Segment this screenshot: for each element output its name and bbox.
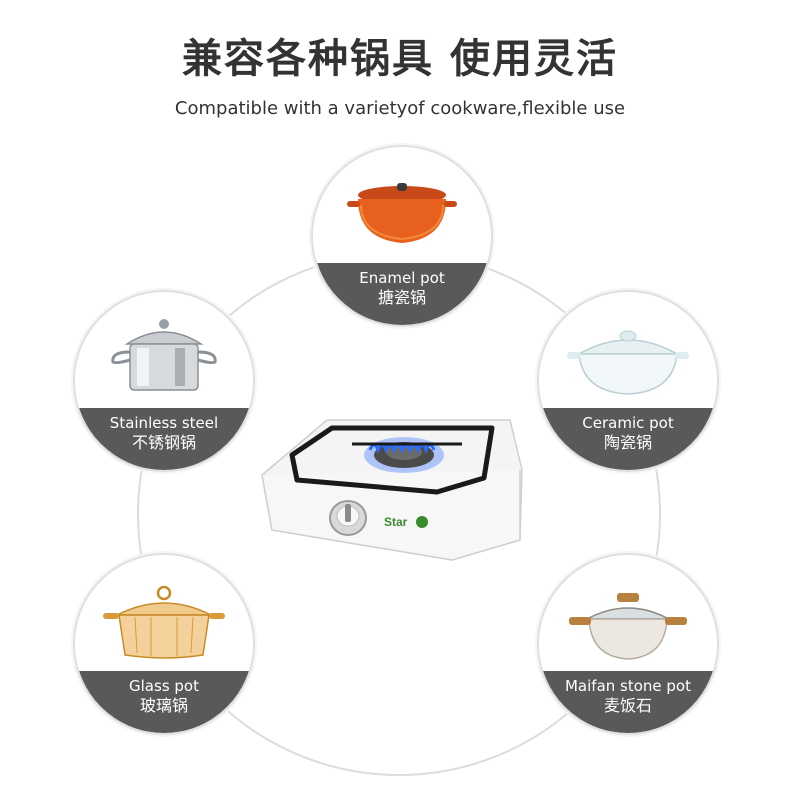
stove-brand-text: Star bbox=[384, 515, 408, 529]
cookware-label-maifan: Maifan stone pot 麦饭石 bbox=[539, 671, 717, 733]
cookware-label-ceramic: Ceramic pot 陶瓷锅 bbox=[539, 408, 717, 470]
cookware-label-stainless: Stainless steel 不锈钢锅 bbox=[75, 408, 253, 470]
gas-stove-image: Star bbox=[261, 419, 523, 561]
page-subtitle: Compatible with a varietyof cookware,fle… bbox=[174, 98, 626, 119]
stainless-pot-icon bbox=[111, 319, 217, 391]
glass-pot-icon bbox=[103, 585, 225, 659]
cookware-card-ceramic: Ceramic pot 陶瓷锅 bbox=[537, 290, 719, 472]
cookware-card-enamel: Enamel pot 搪瓷锅 bbox=[311, 145, 493, 327]
stone-pot-icon bbox=[569, 593, 687, 660]
cookware-label-enamel: Enamel pot 搪瓷锅 bbox=[313, 263, 491, 325]
cookware-card-glass: Glass pot 玻璃锅 bbox=[73, 553, 255, 735]
cookware-card-maifan: Maifan stone pot 麦饭石 bbox=[537, 553, 719, 735]
page-title: 兼容各种锅具 使用灵活 bbox=[182, 36, 618, 82]
enamel-pot-icon bbox=[347, 183, 457, 243]
cookware-card-stainless: Stainless steel 不锈钢锅 bbox=[73, 290, 255, 472]
cookware-label-glass: Glass pot 玻璃锅 bbox=[75, 671, 253, 733]
ceramic-pot-icon bbox=[567, 330, 689, 395]
